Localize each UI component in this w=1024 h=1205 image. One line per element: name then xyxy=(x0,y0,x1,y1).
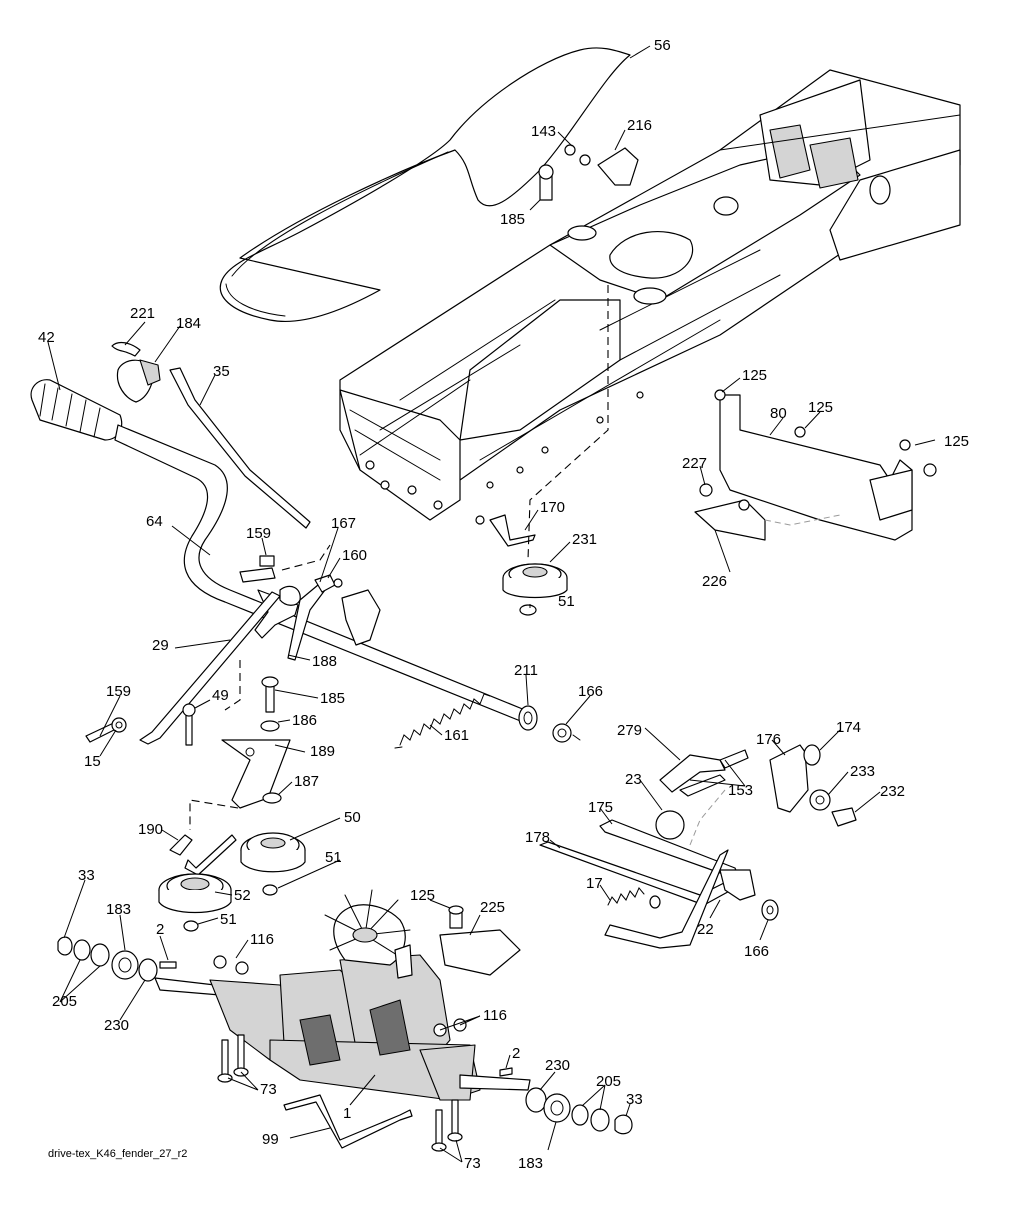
label-233: 233 xyxy=(850,763,875,780)
label-99: 99 xyxy=(262,1131,279,1148)
label-52: 52 xyxy=(234,887,251,904)
label-116-left: 116 xyxy=(250,931,274,948)
label-51-b: 51 xyxy=(325,849,342,866)
label-175: 175 xyxy=(588,799,613,816)
label-205-left: 205 xyxy=(52,993,77,1010)
main-frame xyxy=(339,69,961,525)
label-125-b: 125 xyxy=(808,399,833,416)
label-230-left: 230 xyxy=(104,1017,129,1034)
label-42: 42 xyxy=(38,329,55,346)
idler-bracket xyxy=(182,660,291,830)
label-160: 160 xyxy=(342,547,367,564)
label-51-c: 51 xyxy=(220,911,237,928)
pulley-52 xyxy=(158,873,232,932)
label-174: 174 xyxy=(836,719,861,736)
label-166-a: 166 xyxy=(578,683,603,700)
diagram-caption: drive-tex_K46_fender_27_r2 xyxy=(48,1148,187,1160)
lever-assembly xyxy=(30,367,526,723)
label-184: 184 xyxy=(176,315,201,332)
label-211: 211 xyxy=(514,662,538,679)
label-35: 35 xyxy=(213,363,230,380)
label-15: 15 xyxy=(84,753,101,770)
label-189: 189 xyxy=(310,743,335,760)
transaxle xyxy=(154,889,531,1101)
label-51-a: 51 xyxy=(558,593,575,610)
bracket-225 xyxy=(439,905,521,976)
label-170: 170 xyxy=(540,499,565,516)
label-56: 56 xyxy=(654,37,671,54)
label-2-right: 2 xyxy=(512,1045,520,1062)
label-185-top: 185 xyxy=(500,211,525,228)
rod-29 xyxy=(139,591,281,745)
label-230-right: 230 xyxy=(545,1057,570,1074)
callout-labels: 56 143 216 185 221 184 42 35 125 80 125 … xyxy=(38,37,969,1172)
label-226: 226 xyxy=(702,573,727,590)
label-2-left: 2 xyxy=(156,921,164,938)
pulley-50 xyxy=(240,832,306,896)
label-183-right: 183 xyxy=(518,1155,543,1172)
label-231: 231 xyxy=(572,531,597,548)
label-73-right: 73 xyxy=(464,1155,481,1172)
label-116-right: 116 xyxy=(483,1007,507,1024)
cruise-bracket xyxy=(655,744,857,846)
label-183-left: 183 xyxy=(106,901,131,918)
label-232: 232 xyxy=(880,783,905,800)
label-29: 29 xyxy=(152,637,169,654)
label-153: 153 xyxy=(728,782,753,799)
label-33-right: 33 xyxy=(626,1091,643,1108)
label-23: 23 xyxy=(625,771,642,788)
label-216: 216 xyxy=(627,117,652,134)
label-279: 279 xyxy=(617,722,642,739)
label-125-d: 125 xyxy=(410,887,435,904)
label-190: 190 xyxy=(138,821,163,838)
spring-161 xyxy=(394,693,491,749)
bushing-211 xyxy=(518,705,581,743)
support-bracket xyxy=(694,389,937,541)
knob-clip xyxy=(111,341,161,403)
label-187: 187 xyxy=(294,773,319,790)
label-125-a: 125 xyxy=(742,367,767,384)
spring-190 xyxy=(169,834,237,876)
left-axle-hardware xyxy=(57,936,177,982)
label-185-mid: 185 xyxy=(320,690,345,707)
pin-washer-left xyxy=(85,717,127,743)
label-205-right: 205 xyxy=(596,1073,621,1090)
label-73-left: 73 xyxy=(260,1081,277,1098)
label-178: 178 xyxy=(525,829,550,846)
label-1: 1 xyxy=(343,1105,351,1122)
label-159-a: 159 xyxy=(246,525,271,542)
label-125-c: 125 xyxy=(944,433,969,450)
leader-lines xyxy=(47,45,936,1163)
label-188: 188 xyxy=(312,653,337,670)
bolts-73-right xyxy=(431,1099,463,1152)
idler-pulley-right xyxy=(489,285,609,616)
lift-bracket xyxy=(538,144,639,201)
label-227: 227 xyxy=(682,455,707,472)
drive-belt xyxy=(219,47,631,322)
label-64: 64 xyxy=(146,513,163,530)
label-221: 221 xyxy=(130,305,155,322)
label-33-left: 33 xyxy=(78,867,95,884)
label-166-b: 166 xyxy=(744,943,769,960)
right-axle-hardware xyxy=(499,1067,633,1135)
label-80: 80 xyxy=(770,405,787,422)
label-161: 161 xyxy=(444,727,469,744)
rod-99 xyxy=(283,1094,413,1149)
label-225: 225 xyxy=(480,899,505,916)
label-167: 167 xyxy=(331,515,356,532)
label-159-b: 159 xyxy=(106,683,131,700)
label-49: 49 xyxy=(212,687,229,704)
label-176: 176 xyxy=(756,731,781,748)
pedal-shaft xyxy=(539,819,779,949)
label-22: 22 xyxy=(697,921,714,938)
label-50: 50 xyxy=(344,809,361,826)
label-17: 17 xyxy=(586,875,603,892)
label-143: 143 xyxy=(531,123,556,140)
label-186: 186 xyxy=(292,712,317,729)
